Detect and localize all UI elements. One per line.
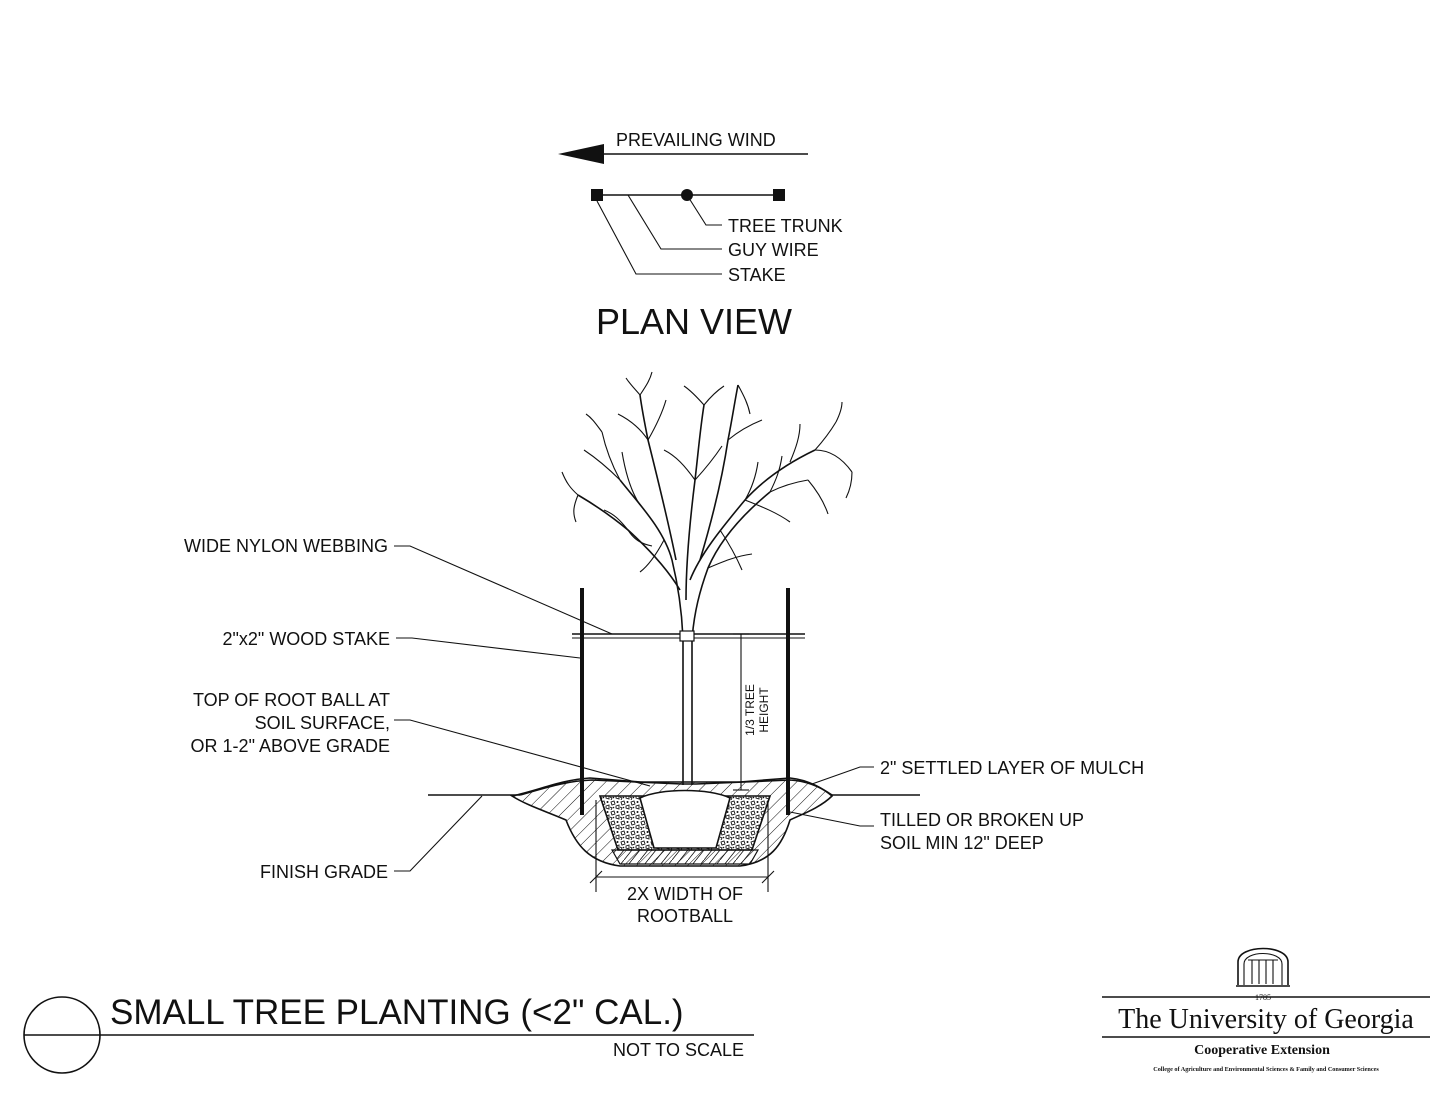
planting-pit <box>428 777 920 892</box>
tilled-soil-label-line1: TILLED OR BROKEN UP <box>880 810 1084 830</box>
wood-stake-leader <box>396 637 581 659</box>
scale-note: NOT TO SCALE <box>613 1040 744 1060</box>
root-ball-label-line3: OR 1-2" ABOVE GRADE <box>191 736 390 756</box>
section-view: 1/3 TREE HEIGHT 2X <box>184 371 1144 926</box>
tree-trunk-label: TREE TRUNK <box>728 216 843 236</box>
nylon-webbing <box>572 630 805 642</box>
height-dimension-label-1: 1/3 TREE <box>743 684 757 736</box>
mulch-leader <box>811 766 874 785</box>
height-dimension-label-2: HEIGHT <box>757 687 771 733</box>
stake-left-marker-icon <box>591 189 603 201</box>
guy-wire-label: GUY WIRE <box>728 240 819 260</box>
logo-university-name: The University of Georgia <box>1118 1004 1414 1035</box>
tilled-soil-leader <box>789 811 874 827</box>
logo-colleges: College of Agriculture and Environmental… <box>1153 1066 1379 1073</box>
title-block: SMALL TREE PLANTING (<2" CAL.) NOT TO SC… <box>23 993 754 1074</box>
finish-grade-leader <box>394 795 483 872</box>
prevailing-wind-label: PREVAILING WIND <box>616 130 776 150</box>
tree-trunk-leader <box>686 194 722 226</box>
width-dimension-label-2: ROOTBALL <box>637 906 733 926</box>
root-ball-leader <box>394 719 651 787</box>
stake-leader <box>596 200 722 275</box>
uga-logo: 1785 The University of Georgia Cooperati… <box>1102 947 1430 1073</box>
width-dimension-label-1: 2X WIDTH OF <box>627 884 743 904</box>
height-dimension: 1/3 TREE HEIGHT <box>733 633 771 791</box>
width-dimension: 2X WIDTH OF ROOTBALL <box>589 870 775 926</box>
drawing-title: SMALL TREE PLANTING (<2" CAL.) <box>110 993 684 1032</box>
plan-view-title: PLAN VIEW <box>596 301 792 342</box>
finish-grade-label: FINISH GRADE <box>260 862 388 882</box>
stake-right-marker-icon <box>773 189 785 201</box>
prevailing-wind-arrow-icon <box>558 144 808 164</box>
wood-stake-label: 2"x2" WOOD STAKE <box>223 629 390 649</box>
guy-wire-leader <box>627 194 722 250</box>
tilled-soil-label-line2: SOIL MIN 12" DEEP <box>880 833 1044 853</box>
tree-illustration-icon <box>561 371 853 785</box>
webbing-label: WIDE NYLON WEBBING <box>184 536 388 556</box>
mulch-label: 2" SETTLED LAYER OF MULCH <box>880 758 1144 778</box>
arch-logo-icon <box>1236 947 1290 987</box>
plan-view: PREVAILING WIND TREE TRUNK GUY WIRE STAK… <box>558 130 843 342</box>
stake-label: STAKE <box>728 265 786 285</box>
logo-unit: Cooperative Extension <box>1194 1043 1330 1058</box>
root-ball-label-line2: SOIL SURFACE, <box>255 713 390 733</box>
webbing-leader <box>394 545 613 635</box>
root-ball-label-line1: TOP OF ROOT BALL AT <box>193 690 390 710</box>
